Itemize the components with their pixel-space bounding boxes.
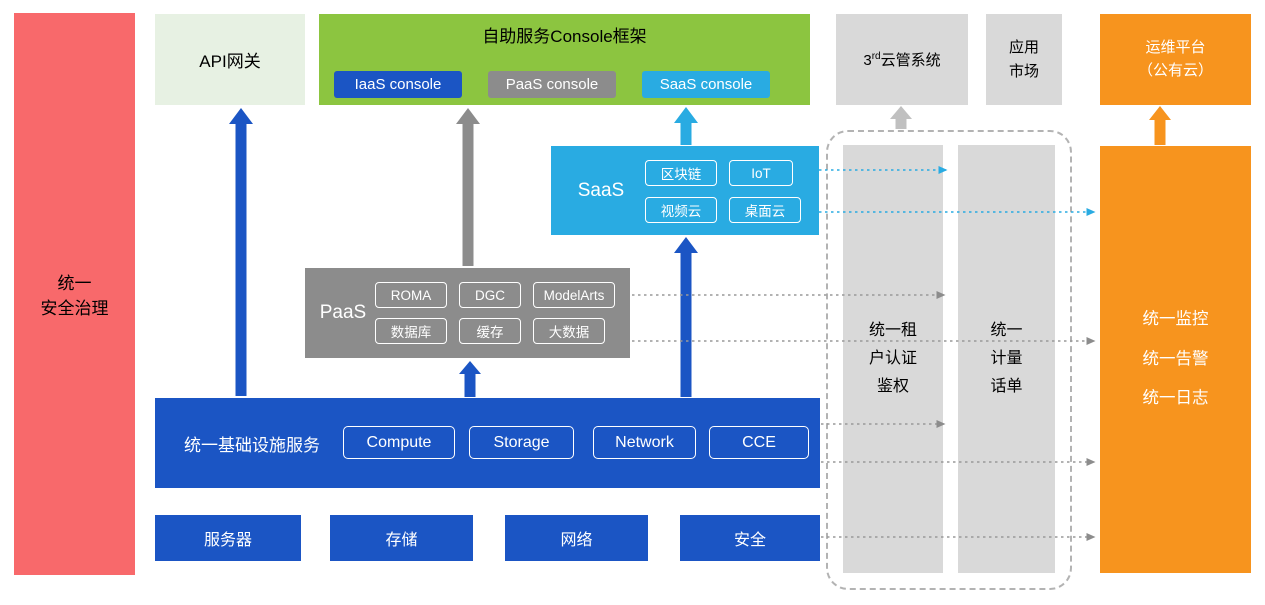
paas-console-box: PaaS console [488,71,616,98]
om-platform-box: 运维平台 （公有云） [1100,14,1251,105]
unified-monitoring-bar: 统一监控 统一告警 统一日志 [1100,146,1251,573]
third-party-cloud-mgmt-label: 3rd云管系统 [863,51,941,69]
saas-console-box: SaaS console [642,71,770,98]
saas-item-iot: IoT [729,160,793,186]
unified-metering-bar: 统一 计量 话单 [958,145,1055,573]
infra-item-compute: Compute [343,426,455,459]
console-framework-box: 自助服务Console框架 IaaS console PaaS console … [319,14,810,105]
unified-tenant-auth-bar: 统一租 户认证 鉴权 [843,145,943,573]
api-gateway-box: API网关 [155,14,305,105]
saas-layer-box: SaaS 区块链 IoT 视频云 桌面云 [551,146,819,235]
arrow-monitoring-to-om-platform [1149,106,1171,145]
infra-item-storage: Storage [469,426,574,459]
arrow-saas-to-console [674,107,698,145]
infra-item-cce: CCE [709,426,809,459]
hardware-storage-box: 存储 [330,515,473,561]
arrow-infra-to-saas [674,237,698,397]
unified-security-governance-bar: 统一 安全治理 [14,13,135,575]
paas-item-bigdata: 大数据 [533,318,605,344]
paas-item-dgc: DGC [459,282,521,308]
paas-item-roma: ROMA [375,282,447,308]
saas-item-desktop-cloud: 桌面云 [729,197,801,223]
paas-item-database: 数据库 [375,318,447,344]
paas-layer-box: PaaS ROMA DGC ModelArts 数据库 缓存 大数据 [305,268,630,358]
hardware-network-box: 网络 [505,515,648,561]
paas-item-cache: 缓存 [459,318,521,344]
infrastructure-box: 统一基础设施服务 Compute Storage Network CCE [155,398,820,488]
hardware-security-box: 安全 [680,515,820,561]
console-framework-title: 自助服务Console框架 [482,27,647,46]
arrow-paas-to-console [456,108,480,266]
infra-item-network: Network [593,426,696,459]
infrastructure-label: 统一基础设施服务 [184,435,320,455]
paas-item-modelarts: ModelArts [533,282,615,308]
iaas-console-box: IaaS console [334,71,462,98]
arrow-group-to-third-party [890,106,912,129]
paas-label: PaaS [319,302,367,323]
saas-item-video-cloud: 视频云 [645,197,717,223]
hardware-server-box: 服务器 [155,515,301,561]
arrow-infra-to-paas [459,361,481,397]
tenant-services-group [826,130,1072,590]
saas-label: SaaS [577,179,625,201]
arrow-infra-to-api-gateway [229,108,253,396]
app-market-box: 应用 市场 [986,14,1062,105]
saas-item-blockchain: 区块链 [645,160,717,186]
third-party-cloud-mgmt-box: 3rd云管系统 [836,14,968,105]
